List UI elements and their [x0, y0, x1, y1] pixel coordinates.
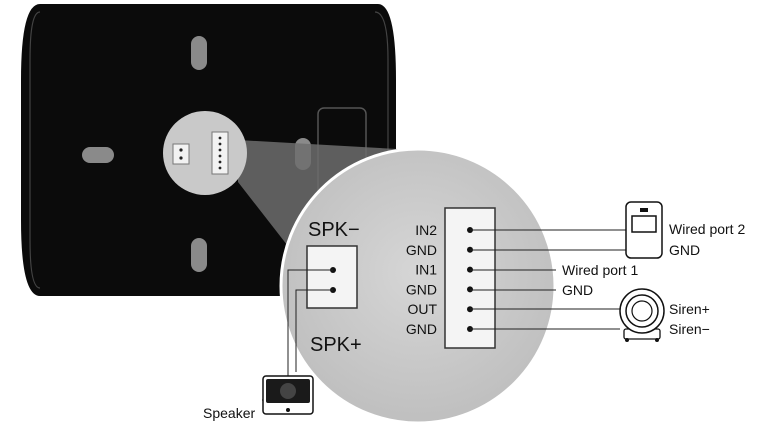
panel-edge-left — [29, 11, 41, 289]
speaker-wire-2 — [295, 289, 333, 372]
speaker-connector — [306, 245, 358, 309]
small-connector-6pin — [211, 131, 229, 175]
door-sensor-icon — [625, 201, 663, 259]
pin-label-gnd-5: GND — [406, 321, 437, 337]
wired-port-1-gnd-label: GND — [562, 282, 593, 298]
wired-port-1-label: Wired port 1 — [562, 262, 638, 278]
terminal-pin-dot-3 — [467, 286, 473, 293]
pin-label-in2-0: IN2 — [415, 222, 437, 238]
siren-plus-label: Siren+ — [669, 301, 710, 317]
mount-slot-bottom — [191, 238, 207, 272]
mount-slot-left — [82, 147, 114, 163]
speaker-label: Speaker — [203, 405, 255, 421]
pin-label-gnd-3: GND — [406, 281, 437, 297]
terminal-block — [444, 207, 496, 349]
wired-port-2-gnd-label: GND — [669, 242, 700, 258]
siren-minus-label: Siren− — [669, 321, 710, 337]
small-connector-2pin — [172, 143, 190, 165]
spk-plus-label: SPK+ — [310, 334, 362, 356]
siren-icon — [619, 288, 665, 342]
spk-minus-label: SPK− — [308, 219, 360, 241]
speaker-icon — [262, 375, 314, 415]
wired-port-2-label: Wired port 2 — [669, 221, 745, 237]
mount-slot-top — [191, 36, 207, 70]
pin-label-out-4: OUT — [407, 301, 437, 317]
pin-label-gnd-1: GND — [406, 242, 437, 258]
pin-label-in1-2: IN1 — [415, 262, 437, 278]
